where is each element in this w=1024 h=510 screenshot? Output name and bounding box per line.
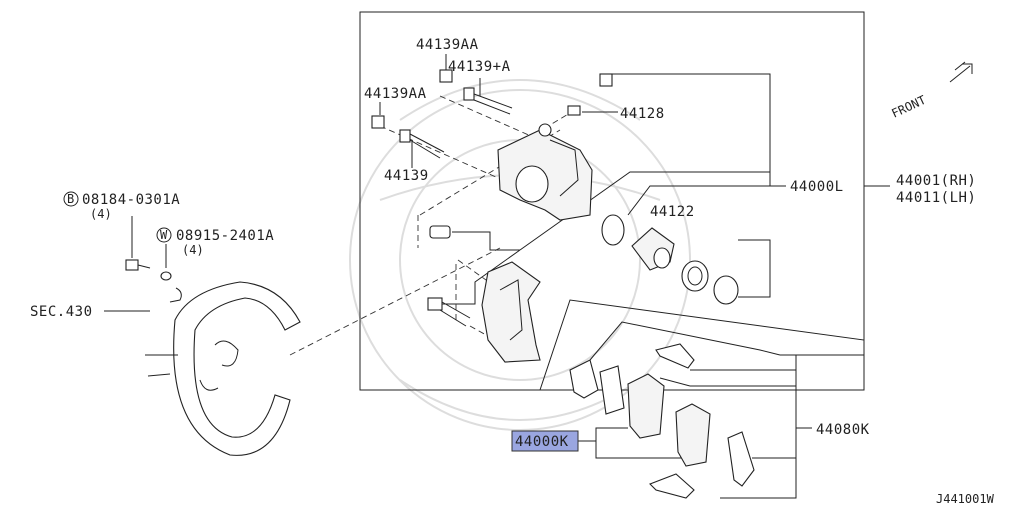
anti-squeal-shim-part: [599, 365, 625, 415]
label-44128: 44128: [620, 106, 665, 122]
caliper-bracket-part: [481, 261, 541, 363]
label-washer-code: 08915-2401A: [176, 228, 274, 244]
drawing-id: J441001W: [936, 492, 995, 506]
dust-shield-part: [145, 281, 301, 456]
slide-pin-part: [427, 297, 471, 327]
bolt-part: [125, 259, 151, 271]
label-44122: 44122: [650, 204, 695, 220]
bushing-part: [429, 225, 451, 239]
shim-upper-part: [569, 359, 599, 399]
guide-pin-44139: [399, 129, 445, 159]
washer-symbol-letter: W: [160, 228, 168, 242]
label-44000K: 44000K: [515, 434, 569, 450]
piston-seal-part: [601, 214, 625, 246]
boot-ring-part: [713, 275, 739, 305]
washer-part: [160, 271, 182, 303]
label-washer-qty: (4): [182, 243, 204, 257]
label-44139AA-left: 44139AA: [364, 86, 427, 102]
label-bolt-qty: (4): [90, 207, 112, 221]
shim-clip-bottom: [649, 473, 695, 499]
label-44080K: 44080K: [816, 422, 870, 438]
label-front: FRONT: [889, 93, 928, 121]
front-arrow-icon: [949, 61, 973, 83]
brake-pad-outer: [627, 373, 665, 439]
guide-bolt-44139AA-left: [371, 115, 385, 129]
bleeder-44128: [567, 105, 581, 116]
label-sec430: SEC.430: [30, 304, 93, 320]
highlight-44000K: [511, 430, 579, 452]
bleeder-cap: [599, 73, 613, 87]
label-44139: 44139: [384, 168, 429, 184]
shim-lower-part: [727, 431, 755, 487]
piston-boot-part: [681, 260, 709, 292]
washer-symbol-icon: [156, 227, 172, 243]
piston-44122: [631, 227, 675, 271]
shim-clip-top: [655, 343, 695, 369]
label-44001: 44001(RH): [896, 173, 976, 189]
guide-pin-44139A: [463, 87, 513, 115]
caliper-body-part: [497, 123, 593, 221]
bolt-symbol-letter: B: [67, 192, 74, 206]
callout-lines: [104, 54, 890, 499]
label-44000L: 44000L: [790, 179, 844, 195]
label-44011: 44011(LH): [896, 190, 976, 206]
guide-bolt-44139AA-top: [439, 69, 453, 83]
bolt-symbol-icon: [63, 191, 79, 207]
label-bolt-code: 08184-0301A: [82, 192, 180, 208]
label-44139A: 44139+A: [448, 59, 511, 75]
label-44139AA-top: 44139AA: [416, 37, 479, 53]
brake-pad-inner: [675, 403, 711, 467]
